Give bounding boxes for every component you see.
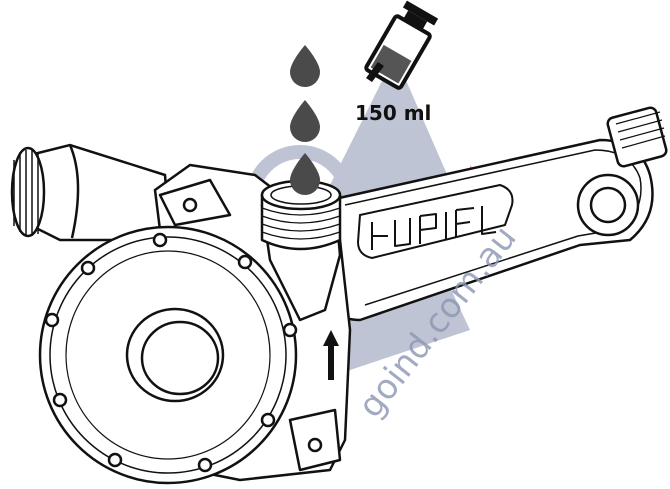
- flow-arrow-icon: [323, 330, 339, 380]
- cover-hub-inner: [140, 320, 220, 396]
- oil-drop-icon: [290, 100, 320, 142]
- oil-drop-icon: [290, 153, 320, 195]
- cover-bolts: [44, 232, 298, 473]
- handle-embossed-lettering: [371, 206, 497, 250]
- priming-port: [260, 193, 342, 251]
- volume-label: 150 ml: [355, 101, 431, 125]
- pump-body: [38, 163, 352, 485]
- bottle-spout: [366, 62, 384, 82]
- oil-drops: [290, 45, 320, 195]
- handle-spline-end: [606, 106, 668, 168]
- handle-brand-plate: [357, 184, 514, 259]
- oil-drop-icon: [290, 45, 320, 87]
- handle-pivot-inner: [589, 186, 627, 224]
- oil-bottle-icon: [364, 0, 439, 90]
- pump-handle: [323, 106, 668, 322]
- threaded-inlet: [10, 143, 172, 242]
